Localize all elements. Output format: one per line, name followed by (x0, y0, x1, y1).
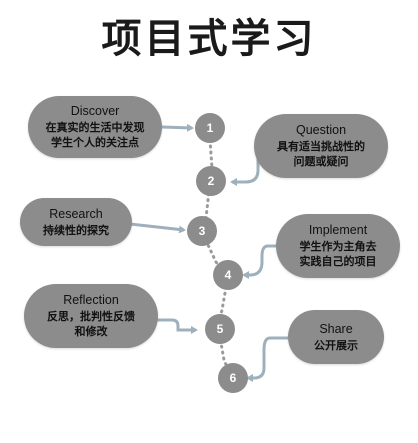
step-desc-line: 学生个人的关注点 (51, 136, 139, 149)
step-node-1: 1 (195, 113, 225, 143)
arrow-3 (129, 222, 186, 234)
step-heading: Discover (70, 104, 120, 118)
step-node-5: 5 (205, 314, 235, 344)
arrow-4 (242, 244, 276, 279)
step-desc-line: 持续性的探究 (43, 223, 109, 237)
step-desc-line: 问题或疑问 (293, 155, 349, 168)
step-heading: Research (49, 206, 103, 221)
step-node-6: 6 (218, 363, 248, 393)
step-desc-line: 实践自己的项目 (299, 255, 377, 268)
step-desc-line: 具有适当挑战性的 (277, 140, 365, 153)
step-desc-line: 反思，批判性反馈 (47, 310, 135, 323)
step-desc-line: 和修改 (74, 325, 108, 338)
diagram-title: 项目式学习 (101, 16, 317, 62)
step-pill-share: Share 公开展示 (288, 310, 384, 364)
step-pill-discover: Discover 在真实的生活中发现 学生个人的关注点 (28, 96, 162, 158)
step-heading: Share (319, 321, 353, 336)
step-desc-line: 学生作为主角去 (299, 240, 377, 253)
step-node-2: 2 (196, 166, 226, 196)
step-heading: Implement (308, 223, 368, 237)
step-desc-line: 在真实的生活中发现 (45, 121, 145, 134)
step-node-4: 4 (213, 260, 243, 290)
step-pill-reflection: Reflection 反思，批判性反馈 和修改 (24, 284, 158, 348)
step-heading: Question (295, 123, 347, 137)
arrow-5 (157, 318, 198, 334)
step-pill-question: Question 具有适当挑战性的 问题或疑问 (254, 114, 388, 178)
step-heading: Reflection (63, 293, 119, 307)
arrow-2 (230, 150, 260, 186)
step-node-3: 3 (187, 216, 217, 246)
step-pill-research: Research 持续性的探究 (20, 198, 132, 246)
step-pill-implement: Implement 学生作为主角去 实践自己的项目 (276, 214, 400, 278)
arrow-1 (161, 123, 194, 132)
arrow-6 (246, 336, 288, 382)
step-desc-line: 公开展示 (314, 338, 358, 352)
